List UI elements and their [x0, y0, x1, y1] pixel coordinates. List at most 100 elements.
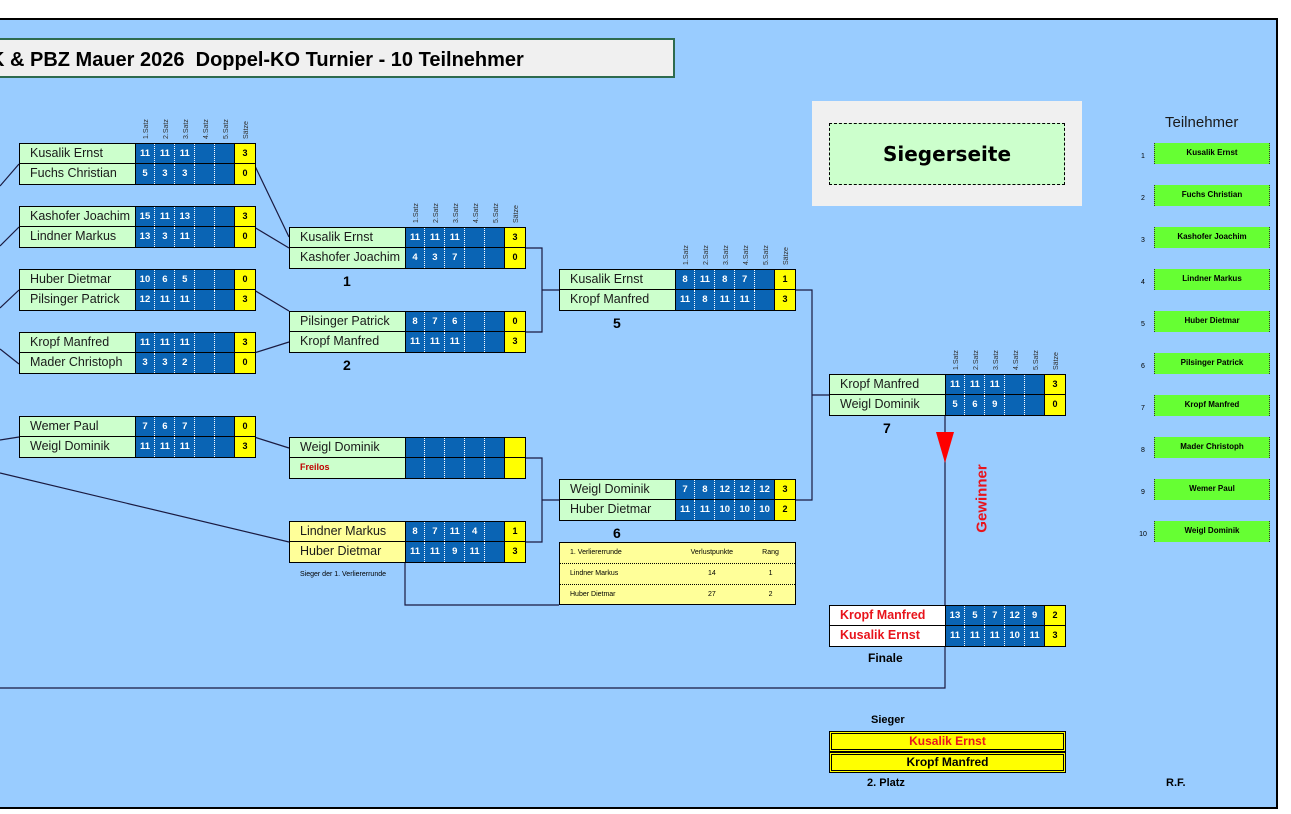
set-score-2[interactable]: 7 — [425, 522, 446, 541]
set-score-3[interactable]: 7 — [985, 606, 1006, 625]
set-score-2[interactable]: 6 — [155, 417, 176, 436]
player-name[interactable]: Lindner Markus — [290, 522, 406, 541]
player-name[interactable]: Weigl Dominik — [560, 480, 676, 499]
set-score-1[interactable]: 11 — [135, 144, 156, 163]
set-score-1[interactable]: 11 — [945, 626, 966, 646]
set-score-3[interactable]: 12 — [715, 480, 736, 499]
set-score-3[interactable]: 8 — [715, 270, 736, 289]
set-score-3[interactable]: 7 — [445, 248, 466, 268]
set-score-1[interactable]: 15 — [135, 207, 156, 226]
set-score-5[interactable] — [215, 437, 236, 457]
set-score-3[interactable]: 11 — [445, 522, 466, 541]
participant-item[interactable]: Fuchs Christian — [1154, 185, 1270, 206]
set-score-1[interactable]: 11 — [135, 333, 156, 352]
set-score-2[interactable]: 11 — [695, 270, 716, 289]
set-score-3[interactable]: 11 — [715, 290, 736, 310]
set-score-2[interactable]: 11 — [155, 437, 176, 457]
set-score-4[interactable] — [465, 312, 486, 331]
set-score-4[interactable] — [195, 227, 216, 247]
player-name[interactable]: Kropf Manfred — [830, 606, 946, 625]
set-score-5[interactable] — [485, 438, 506, 457]
set-score-3[interactable]: 11 — [445, 332, 466, 352]
set-score-3[interactable]: 5 — [175, 270, 196, 289]
set-score-5[interactable] — [485, 522, 506, 541]
set-score-3[interactable]: 11 — [175, 290, 196, 310]
set-score-3[interactable]: 6 — [445, 312, 466, 331]
set-score-1[interactable]: 12 — [135, 290, 156, 310]
player-name[interactable]: Huber Dietmar — [560, 500, 676, 520]
set-score-2[interactable]: 3 — [425, 248, 446, 268]
set-score-1[interactable]: 3 — [135, 353, 156, 373]
set-score-2[interactable]: 6 — [155, 270, 176, 289]
set-score-2[interactable]: 7 — [425, 312, 446, 331]
set-score-4[interactable] — [465, 228, 486, 247]
set-score-3[interactable]: 11 — [175, 227, 196, 247]
set-score-5[interactable] — [215, 270, 236, 289]
set-score-2[interactable]: 8 — [695, 480, 716, 499]
set-score-1[interactable]: 7 — [675, 480, 696, 499]
set-score-3[interactable]: 3 — [175, 164, 196, 184]
player-name[interactable]: Kusalik Ernst — [20, 144, 136, 163]
set-score-3[interactable]: 13 — [175, 207, 196, 226]
set-score-2[interactable]: 11 — [155, 333, 176, 352]
set-score-5[interactable] — [755, 270, 776, 289]
set-score-2[interactable]: 11 — [155, 207, 176, 226]
set-score-4[interactable] — [195, 417, 216, 436]
set-score-1[interactable]: 11 — [405, 332, 426, 352]
player-name[interactable]: Kusalik Ernst — [290, 228, 406, 247]
set-score-5[interactable] — [215, 333, 236, 352]
set-score-4[interactable] — [195, 144, 216, 163]
set-score-5[interactable]: 9 — [1025, 606, 1046, 625]
set-score-2[interactable]: 11 — [425, 542, 446, 562]
player-name[interactable]: Kashofer Joachim — [290, 248, 406, 268]
set-score-4[interactable]: 10 — [1005, 626, 1026, 646]
set-score-5[interactable]: 10 — [755, 500, 776, 520]
set-score-4[interactable] — [195, 207, 216, 226]
set-score-5[interactable] — [485, 542, 506, 562]
participant-item[interactable]: Pilsinger Patrick — [1154, 353, 1270, 374]
set-score-4[interactable] — [195, 270, 216, 289]
set-score-3[interactable]: 11 — [175, 144, 196, 163]
set-score-5[interactable] — [485, 458, 506, 478]
set-score-2[interactable]: 8 — [695, 290, 716, 310]
set-score-1[interactable]: 8 — [675, 270, 696, 289]
set-score-2[interactable]: 11 — [965, 626, 986, 646]
set-score-4[interactable]: 11 — [735, 290, 756, 310]
set-score-5[interactable] — [755, 290, 776, 310]
participant-item[interactable]: Kropf Manfred — [1154, 395, 1270, 416]
set-score-4[interactable] — [195, 290, 216, 310]
participant-item[interactable]: Wemer Paul — [1154, 479, 1270, 500]
set-score-5[interactable] — [215, 417, 236, 436]
player-name[interactable]: Weigl Dominik — [830, 395, 946, 415]
participant-item[interactable]: Huber Dietmar — [1154, 311, 1270, 332]
player-name[interactable]: Wemer Paul — [20, 417, 136, 436]
set-score-4[interactable] — [195, 333, 216, 352]
set-score-2[interactable]: 3 — [155, 164, 176, 184]
set-score-2[interactable]: 6 — [965, 395, 986, 415]
set-score-4[interactable]: 4 — [465, 522, 486, 541]
set-score-5[interactable] — [485, 312, 506, 331]
player-name[interactable]: Kusalik Ernst — [560, 270, 676, 289]
player-name[interactable]: Weigl Dominik — [20, 437, 136, 457]
set-score-4[interactable] — [1005, 395, 1026, 415]
set-score-5[interactable] — [215, 290, 236, 310]
player-name[interactable]: Pilsinger Patrick — [20, 290, 136, 310]
set-score-4[interactable]: 11 — [465, 542, 486, 562]
set-score-1[interactable]: 11 — [675, 500, 696, 520]
set-score-1[interactable]: 11 — [135, 437, 156, 457]
player-name[interactable]: Huber Dietmar — [290, 542, 406, 562]
set-score-4[interactable] — [465, 438, 486, 457]
set-score-3[interactable]: 9 — [985, 395, 1006, 415]
set-score-1[interactable]: 11 — [405, 542, 426, 562]
player-name[interactable]: Weigl Dominik — [290, 438, 406, 457]
participant-item[interactable]: Kusalik Ernst — [1154, 143, 1270, 164]
set-score-3[interactable]: 11 — [175, 437, 196, 457]
player-name[interactable]: Kropf Manfred — [830, 375, 946, 394]
set-score-2[interactable]: 11 — [155, 144, 176, 163]
set-score-3[interactable]: 11 — [985, 375, 1006, 394]
set-score-4[interactable] — [465, 458, 486, 478]
set-score-4[interactable]: 7 — [735, 270, 756, 289]
player-name[interactable]: Kropf Manfred — [560, 290, 676, 310]
set-score-2[interactable] — [425, 438, 446, 457]
set-score-4[interactable] — [465, 248, 486, 268]
